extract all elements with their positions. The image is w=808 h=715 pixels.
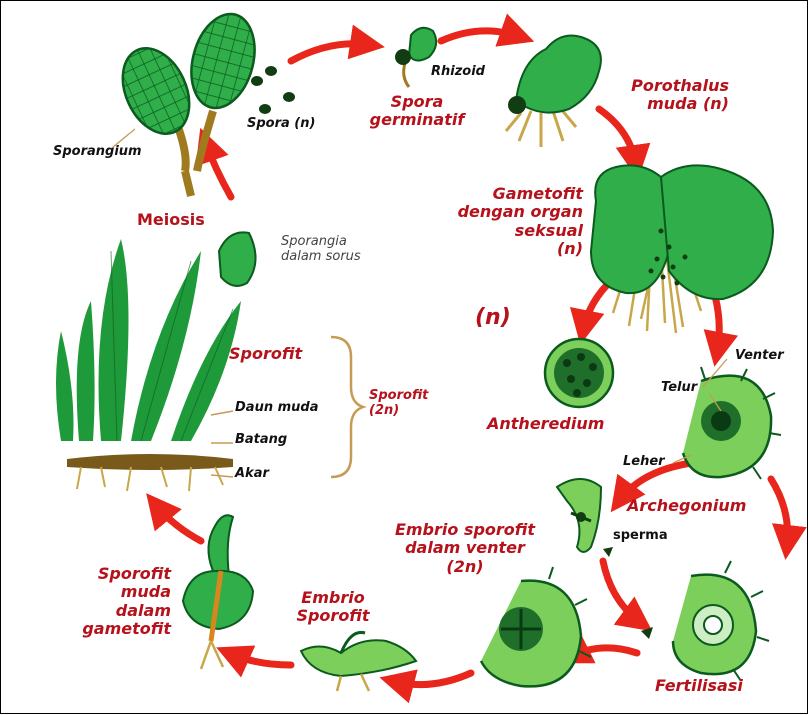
arrow-spora-to-germinatif (291, 44, 371, 61)
label-spora: Spora (n) (247, 117, 315, 132)
fertilisasi-illustration (641, 561, 769, 681)
label-antheredium: Antheredium (487, 415, 604, 433)
label-telur: Telur (661, 381, 697, 396)
label-venter: Venter (735, 349, 784, 364)
arrow-embrio-to-sporofit-muda (229, 653, 291, 665)
label-embrio-sporofit-venter: Embrio sporofitdalam venter(2n) (375, 521, 555, 576)
arrow-sperma-to-fertilisasi (603, 561, 641, 623)
sporangium-illustration (110, 7, 265, 196)
arrow-germinatif-to-porothalus (441, 31, 521, 41)
arrow-sporofit-muda-to-sporofit (155, 504, 201, 541)
label-sperma: sperma (613, 529, 668, 544)
label-gametofit-organ-seksual: Gametofitdengan organseksual(n) (417, 185, 583, 259)
label-sporofit: Sporofit (229, 345, 302, 363)
label-porothalus-muda: Porothalusmuda (n) (599, 77, 729, 114)
sorus-leaflet (219, 232, 256, 286)
label-spora-germinatif: Sporagerminatif (369, 93, 465, 130)
label-sporangia-dalam-sorus: Sporangiadalam sorus (281, 235, 361, 265)
arrow-porothalus-to-gametofit (599, 109, 636, 166)
label-batang: Batang (235, 433, 287, 448)
label-sporangium: Sporangium (53, 145, 142, 160)
label-archegonium: Archegonium (627, 497, 746, 515)
label-sporofit-muda-gametofit: Sporofitmudadalamgametofit (67, 565, 171, 639)
label-rhizoid: Rhizoid (431, 65, 485, 80)
label-embrio-sporofit: EmbrioSporofit (283, 589, 383, 626)
sporofit-illustration (56, 232, 256, 491)
archegonium-illustration (683, 367, 781, 479)
label-akar: Akar (235, 467, 269, 482)
spores (251, 66, 295, 114)
archegonium-neck-illustration (557, 479, 613, 557)
sporofit-brace (331, 337, 363, 477)
label-sporofit-2n: Sporofit(2n) (369, 389, 428, 419)
label-fertilisasi: Fertilisasi (655, 677, 743, 695)
porothalus-illustration (506, 36, 601, 148)
arrow-meiosis-to-sporangium (205, 141, 231, 197)
antheredium-illustration (545, 339, 613, 407)
label-meiosis: Meiosis (137, 211, 205, 229)
label-n-marker: (n) (475, 305, 511, 330)
arrow-embrio-venter-to-embrio (393, 673, 471, 685)
label-daun-muda: Daun muda (235, 401, 318, 416)
arrow-archegonium-right (771, 479, 788, 546)
embrio-venter-illustration (481, 567, 591, 686)
gametofit-illustration (591, 165, 773, 333)
label-leher: Leher (623, 455, 665, 470)
